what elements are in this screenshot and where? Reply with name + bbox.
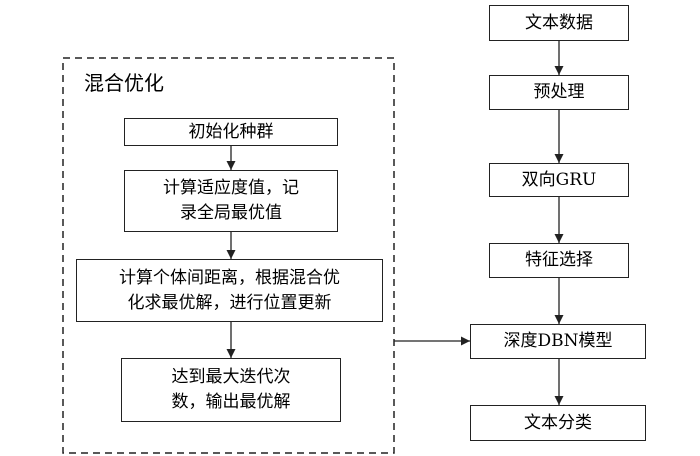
step-max-iteration: 达到最大迭代次 数，输出最优解 xyxy=(121,358,341,422)
group-title: 混合优化 xyxy=(84,71,164,95)
step-distance-update-line-1: 计算个体间距离，根据混合优 xyxy=(119,267,340,288)
node-text-classification: 文本分类 xyxy=(470,405,646,441)
node-bigru: 双向GRU xyxy=(489,163,629,197)
node-deep-dbn-model: 深度DBN模型 xyxy=(470,324,646,359)
node-feature-selection: 特征选择 xyxy=(489,243,629,278)
step-max-iteration-line-1: 达到最大迭代次 xyxy=(171,367,291,388)
step-distance-update: 计算个体间距离，根据混合优 化求最优解，进行位置更新 xyxy=(76,259,383,322)
step-init-population: 初始化种群 xyxy=(124,118,338,146)
step-init-population-line-1: 初始化种群 xyxy=(188,121,274,142)
step-max-iteration-line-2: 数，输出最优解 xyxy=(171,392,291,412)
node-preprocessing: 预处理 xyxy=(489,75,629,110)
step-compute-fitness-line-2: 录全局最优值 xyxy=(180,203,282,223)
step-compute-fitness: 计算适应度值，记 录全局最优值 xyxy=(124,170,338,232)
node-text-data: 文本数据 xyxy=(489,5,629,41)
step-compute-fitness-line-1: 计算适应度值，记 xyxy=(163,178,299,199)
hybrid-optimization-group-frame xyxy=(62,57,395,454)
step-distance-update-line-2: 化求最优解，进行位置更新 xyxy=(127,292,332,313)
